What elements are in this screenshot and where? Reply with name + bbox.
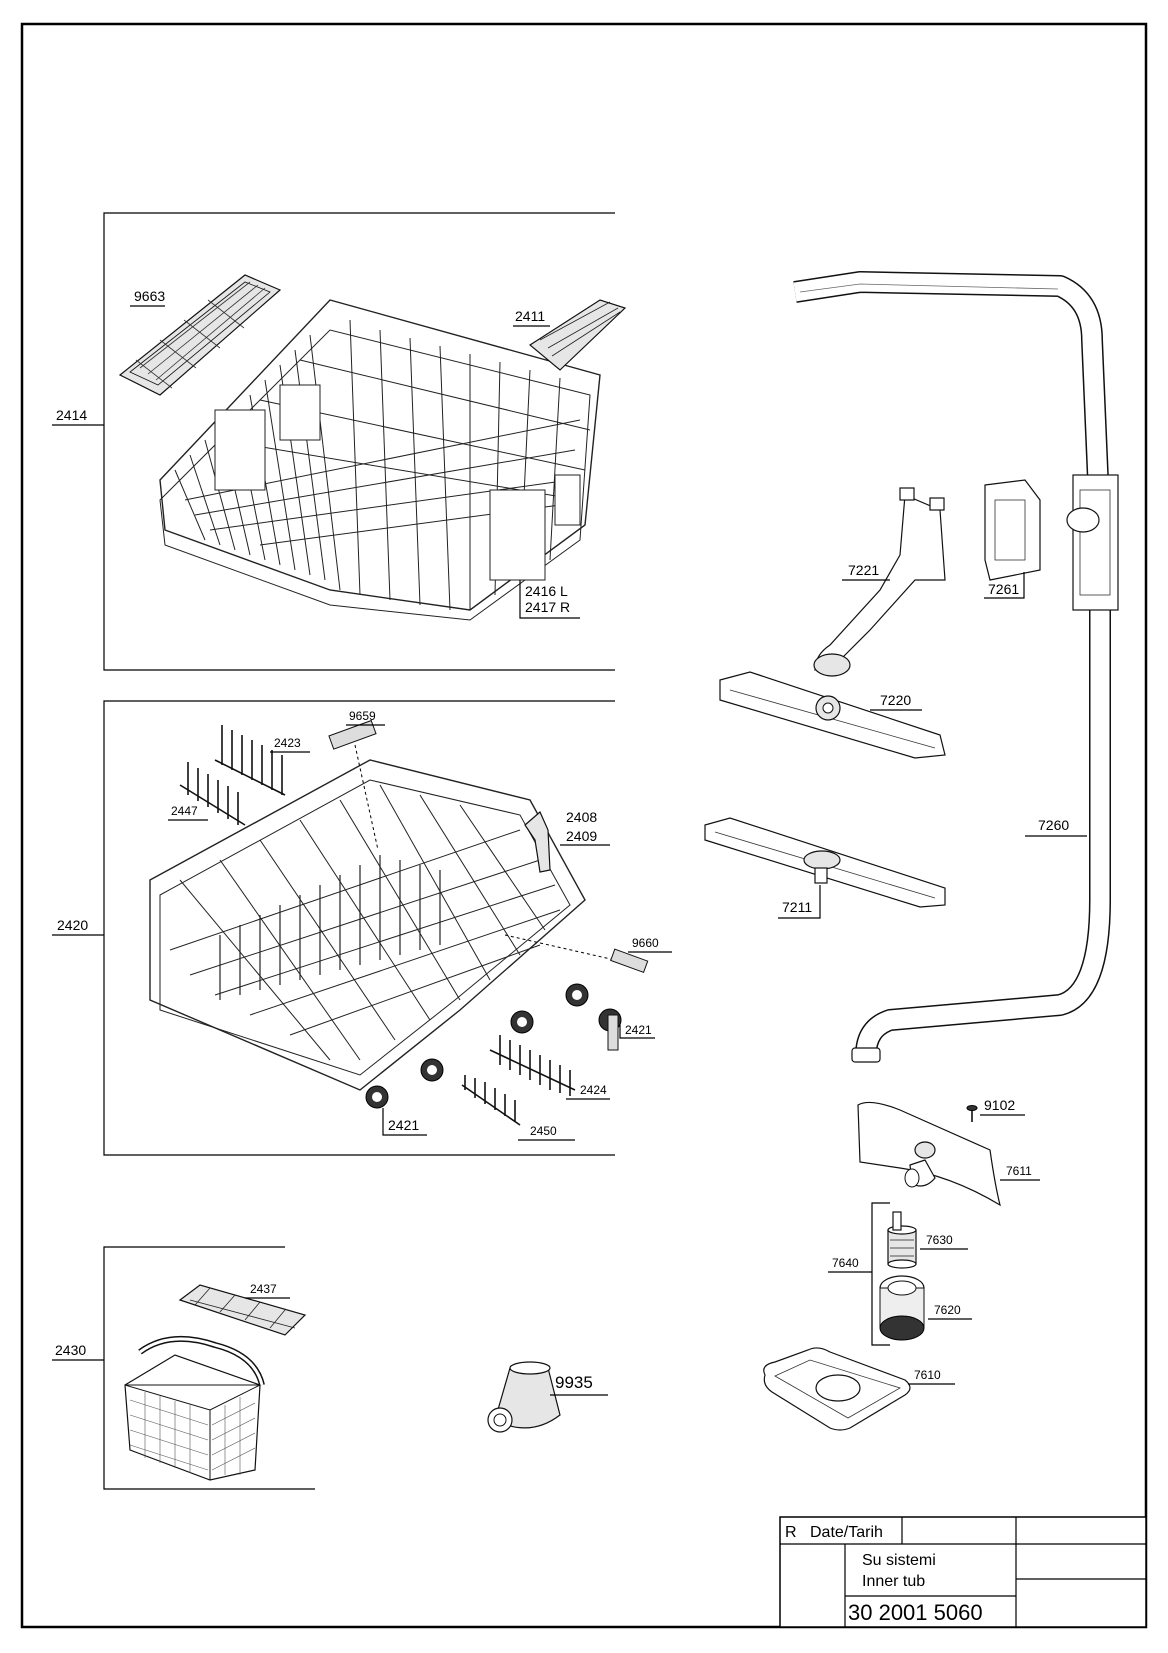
part-7211-spray-arm (704, 817, 946, 908)
part-2437-lid (178, 1284, 307, 1336)
label-2421-bottom: 2421 (388, 1117, 419, 1133)
part-2423-tines (214, 725, 286, 796)
label-2424: 2424 (580, 1083, 607, 1097)
cutlery-basket-drawing (124, 1335, 265, 1481)
part-7221-arm-feed (813, 487, 946, 677)
part-9935-cap (487, 1361, 561, 1433)
part-2450-tines (461, 1075, 521, 1126)
part-7630-filter (887, 1211, 917, 1269)
label-2450: 2450 (530, 1124, 557, 1138)
lower-basket-group: 2420 (52, 700, 672, 1156)
date-label: Date/Tarih (810, 1524, 883, 1541)
label-7610: 7610 (914, 1368, 941, 1382)
label-9660: 9660 (632, 936, 659, 950)
label-2408: 2408 (566, 809, 597, 825)
label-2409: 2409 (566, 828, 597, 844)
upper-basket-drawing (159, 299, 601, 621)
upper-basket-label: 2414 (56, 407, 87, 423)
label-2416: 2416 L (525, 583, 568, 599)
part-7260-pipe (793, 271, 1119, 1063)
part-2424-tines (489, 1035, 576, 1096)
label-7611: 7611 (1006, 1164, 1032, 1178)
lower-basket-label: 2420 (57, 917, 88, 933)
label-2423: 2423 (274, 736, 301, 750)
label-2421-right: 2421 (625, 1023, 652, 1037)
part-9659-clip (328, 719, 379, 851)
cutlery-basket-bracket (103, 1246, 315, 1490)
lower-basket-drawing (149, 759, 589, 1109)
label-7260: 7260 (1038, 817, 1069, 833)
label-9102: 9102 (984, 1097, 1015, 1113)
label-2437: 2437 (250, 1282, 277, 1296)
label-9935: 9935 (555, 1373, 593, 1392)
part-9663-shelf (118, 274, 282, 396)
label-7630: 7630 (926, 1233, 953, 1247)
title-english: Inner tub (862, 1573, 925, 1590)
label-9659: 9659 (349, 709, 376, 723)
title-turkish: Su sistemi (862, 1552, 936, 1569)
drawing-number: 30 2001 5060 (848, 1600, 983, 1625)
drawing-frame (20, 22, 1148, 1629)
cutlery-basket-group: 2430 (52, 1246, 315, 1490)
part-7610-plate (763, 1347, 911, 1431)
part-2411-clip (528, 299, 627, 371)
label-7640: 7640 (832, 1256, 859, 1270)
label-2447: 2447 (171, 804, 198, 818)
label-9663: 9663 (134, 288, 165, 304)
revision-label: R (785, 1524, 797, 1541)
label-7221: 7221 (848, 562, 879, 578)
label-2411: 2411 (515, 308, 545, 324)
part-9660-clip (504, 934, 649, 974)
part-7620-filter (879, 1275, 925, 1341)
label-2417: 2417 R (525, 599, 570, 615)
title-block: R Date/Tarih Su sistemi Inner tub 30 200… (779, 1516, 1147, 1628)
upper-basket-group: 2414 (52, 212, 627, 671)
label-7211: 7211 (782, 899, 812, 915)
part-7220-spray-arm (719, 671, 946, 759)
part-9102-screw (966, 1105, 978, 1122)
label-7220: 7220 (880, 692, 911, 708)
upper-basket-bracket (103, 212, 615, 671)
part-2421-wheel-clip (598, 1008, 622, 1051)
cutlery-basket-label: 2430 (55, 1342, 86, 1358)
part-2447-tines (179, 762, 246, 826)
label-7620: 7620 (934, 1303, 961, 1317)
lower-basket-bracket (103, 700, 615, 1156)
part-2408-2409-lever (524, 811, 551, 873)
part-7611-sump (857, 1101, 1001, 1207)
part-7261-bracket (984, 479, 1041, 581)
label-7261: 7261 (988, 581, 1019, 597)
